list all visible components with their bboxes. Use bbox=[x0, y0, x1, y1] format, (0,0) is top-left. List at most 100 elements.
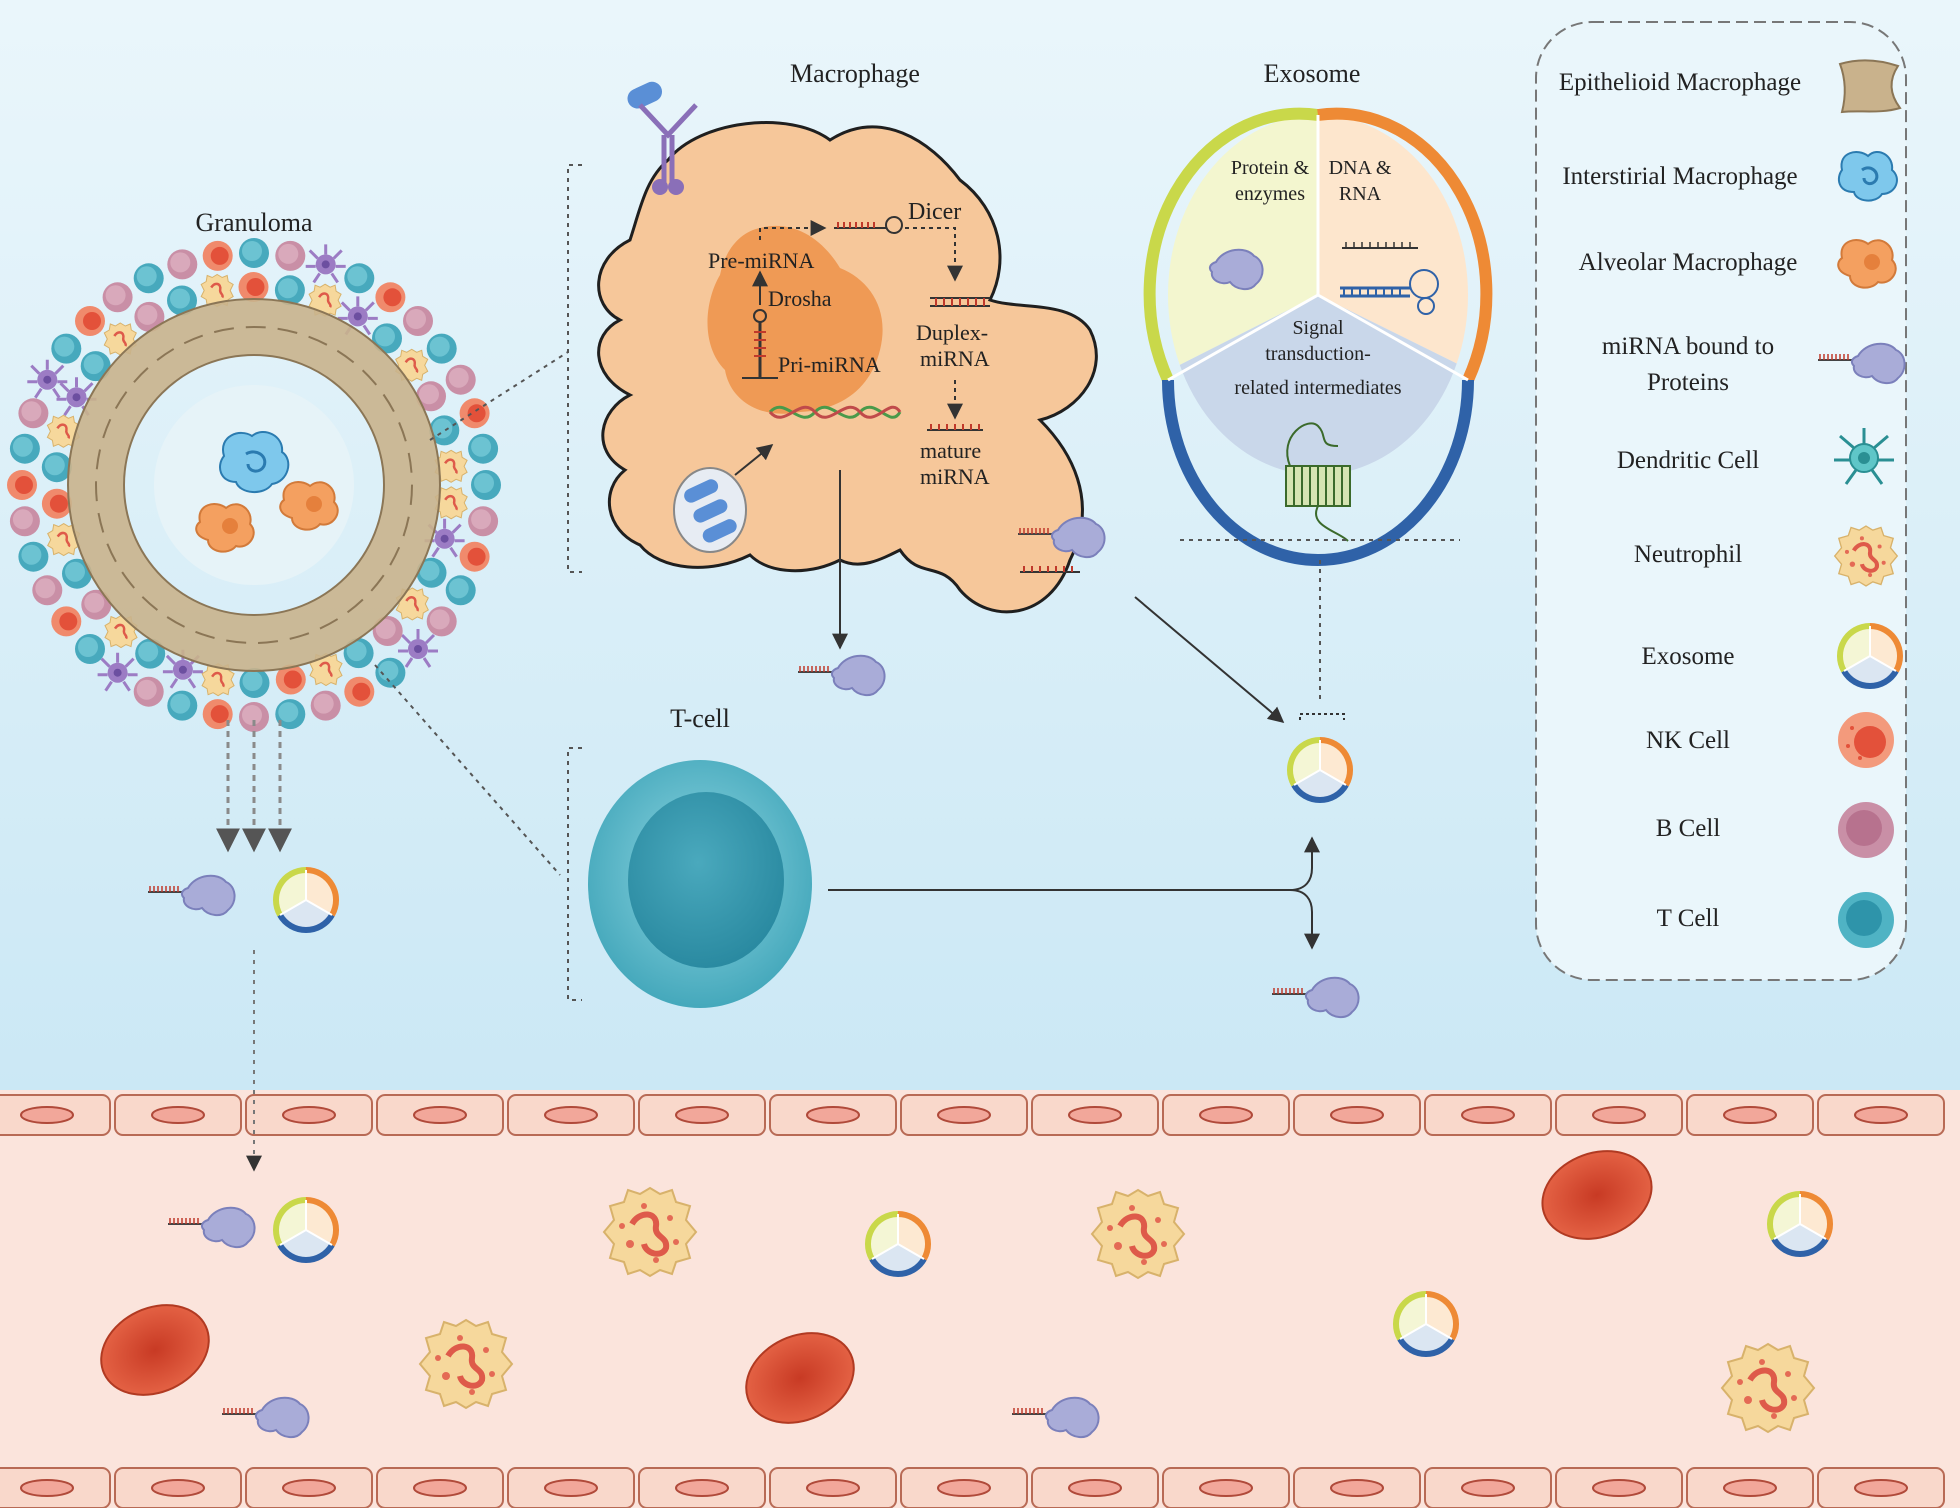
nk-cell-small bbox=[459, 398, 490, 429]
mature-label-1: mature bbox=[920, 438, 981, 463]
t-cell-small bbox=[239, 668, 270, 698]
legend-exosome-label: Exosome bbox=[1641, 643, 1734, 670]
exosome-granuloma bbox=[276, 870, 336, 930]
endothelium-bottom bbox=[0, 1467, 1945, 1508]
b-cell-small bbox=[32, 575, 63, 606]
legend-alveolar-icon bbox=[1837, 239, 1897, 289]
nk-cell-small bbox=[344, 676, 375, 707]
endothelial-nucleus bbox=[1330, 1479, 1384, 1497]
endothelial-nucleus bbox=[1068, 1479, 1122, 1497]
t-cell-small bbox=[468, 433, 499, 464]
epithelioid-inner-border bbox=[123, 354, 385, 616]
endothelial-nucleus bbox=[1199, 1479, 1253, 1497]
blood-exosome-2 bbox=[868, 1214, 928, 1274]
pre-mirna-hairpin bbox=[834, 216, 903, 234]
mature-label-2: miRNA bbox=[920, 464, 990, 489]
t-cell-small bbox=[344, 263, 375, 294]
macrophage-to-exosome-arrow bbox=[1134, 596, 1285, 724]
endothelial-nucleus bbox=[1723, 1479, 1777, 1497]
b-cell-small bbox=[102, 282, 133, 313]
legend-b-cell-icon bbox=[1838, 802, 1894, 858]
endothelial-nucleus bbox=[544, 1479, 598, 1497]
phagosome bbox=[673, 467, 747, 553]
endothelial-nucleus bbox=[1461, 1479, 1515, 1497]
duplex-label-1: Duplex- bbox=[916, 320, 988, 345]
endothelial-nucleus bbox=[937, 1106, 991, 1124]
endothelial-nucleus bbox=[151, 1479, 205, 1497]
endothelial-nucleus bbox=[151, 1106, 205, 1124]
endothelial-nucleus bbox=[1330, 1106, 1384, 1124]
b-cell-small bbox=[468, 506, 499, 537]
endothelial-nucleus bbox=[1723, 1106, 1777, 1124]
b-cell-small bbox=[310, 690, 341, 721]
b-cell-small bbox=[239, 702, 269, 732]
b-cell-small bbox=[445, 364, 476, 395]
t-cell-small bbox=[51, 333, 82, 364]
exosome-membrane-orange bbox=[1317, 107, 1493, 383]
signal-label-2: transduction- bbox=[1265, 343, 1371, 365]
blood-exosome-4 bbox=[1396, 1294, 1456, 1354]
endothelial-nucleus bbox=[1854, 1479, 1908, 1497]
endothelial-nucleus bbox=[1592, 1479, 1646, 1497]
vessel-background bbox=[0, 1090, 1960, 1508]
endothelial-nucleus bbox=[282, 1106, 336, 1124]
b-cell-small bbox=[426, 606, 457, 637]
t-cell-nucleus bbox=[628, 792, 784, 968]
tcell-bracket bbox=[567, 747, 582, 1001]
legend: Epithelioid Macrophage Interstirial Macr… bbox=[1535, 21, 1907, 981]
t-cell-small bbox=[426, 333, 457, 364]
transmembrane-protein bbox=[1285, 422, 1351, 542]
granuloma: Granuloma bbox=[7, 208, 501, 1172]
nk-cell-small bbox=[202, 240, 233, 271]
blood-exosome-3 bbox=[1770, 1194, 1830, 1254]
t-cell-small bbox=[375, 657, 406, 688]
surface-receptor bbox=[627, 81, 698, 195]
interstitial-macrophage bbox=[219, 431, 290, 493]
t-cell-small bbox=[133, 263, 164, 294]
pre-mirna-label: Pre-miRNA bbox=[708, 248, 814, 273]
legend-t-cell-icon bbox=[1838, 892, 1894, 948]
endothelium-top bbox=[0, 1094, 1945, 1136]
macrophage-nucleus bbox=[707, 225, 883, 414]
legend-dendritic-label: Dendritic Cell bbox=[1617, 447, 1759, 474]
legend-neutrophil-label: Neutrophil bbox=[1634, 541, 1742, 568]
t-cell-small bbox=[75, 634, 105, 664]
nk-cell-small bbox=[375, 282, 406, 313]
legend-nk-label: NK Cell bbox=[1646, 727, 1730, 754]
legend-dendritic-icon bbox=[1834, 428, 1894, 485]
dicer-arrow bbox=[905, 227, 963, 282]
t-cell-small bbox=[18, 541, 49, 572]
granuloma-label: Granuloma bbox=[196, 208, 313, 237]
exosome-membrane-yellow bbox=[1143, 107, 1319, 383]
nk-cell-small bbox=[238, 272, 269, 302]
b-cell-small bbox=[167, 249, 198, 280]
nk-cell-small bbox=[51, 606, 82, 637]
zoom-line-tcell bbox=[374, 664, 561, 876]
blood-exosome-1 bbox=[276, 1200, 336, 1260]
endothelial-nucleus bbox=[282, 1479, 336, 1497]
b-cell-small bbox=[9, 506, 40, 537]
t-cell-small bbox=[9, 433, 40, 464]
legend-t-cell-label: T Cell bbox=[1657, 905, 1720, 932]
legend-box bbox=[1535, 21, 1907, 981]
t-cell-small bbox=[167, 690, 198, 721]
macrophage: Macrophage Pri-miRNA Drosha Pre-miRNA bbox=[597, 59, 1105, 695]
exosome-membrane-blue bbox=[1162, 379, 1474, 566]
macrophage-bracket bbox=[567, 164, 582, 573]
epithelioid-outer-border bbox=[67, 298, 441, 672]
legend-interstitial-icon bbox=[1837, 151, 1898, 202]
signal-arrow bbox=[734, 443, 774, 476]
b-cell-small bbox=[275, 240, 306, 271]
signal-label-3: related intermediates bbox=[1234, 377, 1401, 399]
legend-epithelioid-label: Epithelioid Macrophage bbox=[1559, 69, 1801, 96]
nk-cell-small bbox=[459, 541, 490, 572]
b-cell-small bbox=[133, 676, 164, 707]
zoom-line-macrophage bbox=[429, 351, 569, 441]
epithelioid-borders bbox=[95, 326, 413, 644]
exosome-label: Exosome bbox=[1264, 59, 1361, 88]
endothelial-nucleus bbox=[675, 1106, 729, 1124]
legend-alveolar-label: Alveolar Macrophage bbox=[1579, 249, 1798, 276]
nk-cell-small bbox=[7, 470, 37, 500]
dicer-label: Dicer bbox=[908, 199, 961, 225]
